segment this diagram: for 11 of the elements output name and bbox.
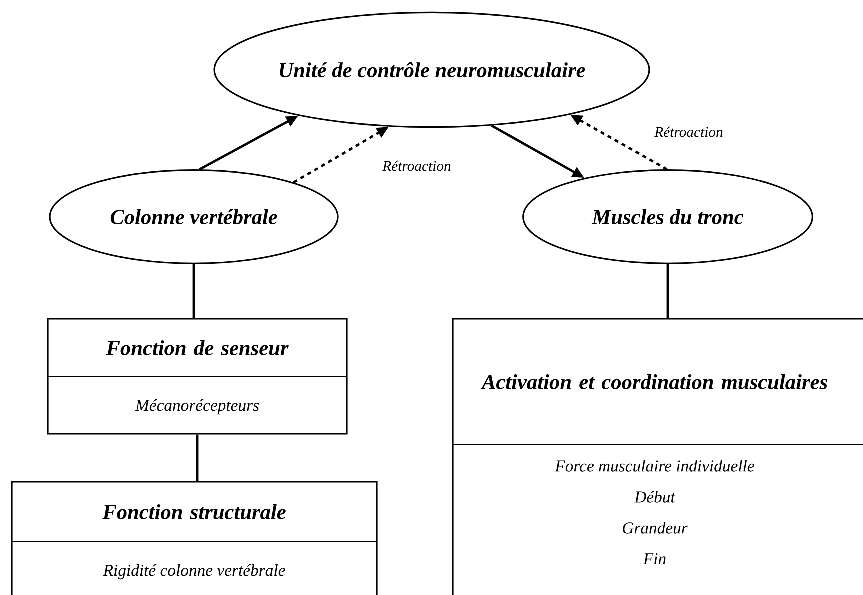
box-text: Grandeur (623, 522, 688, 534)
box-text: Force musculaire individuelle (555, 460, 754, 472)
box-heading: Fonction structurale (102, 504, 286, 520)
edge-label: Rétroaction (653, 126, 725, 138)
box-text: Fin (643, 553, 666, 564)
box-text: Début (634, 491, 676, 503)
box-text: Rigidité colonne vertébrale (103, 564, 286, 580)
box-heading: Activation et coordination musculaires (480, 374, 828, 390)
edge-label: Rétroaction (381, 160, 453, 172)
box-text: Mécanorécepteurs (135, 399, 260, 415)
box-heading: Fonction de senseur (106, 340, 289, 356)
